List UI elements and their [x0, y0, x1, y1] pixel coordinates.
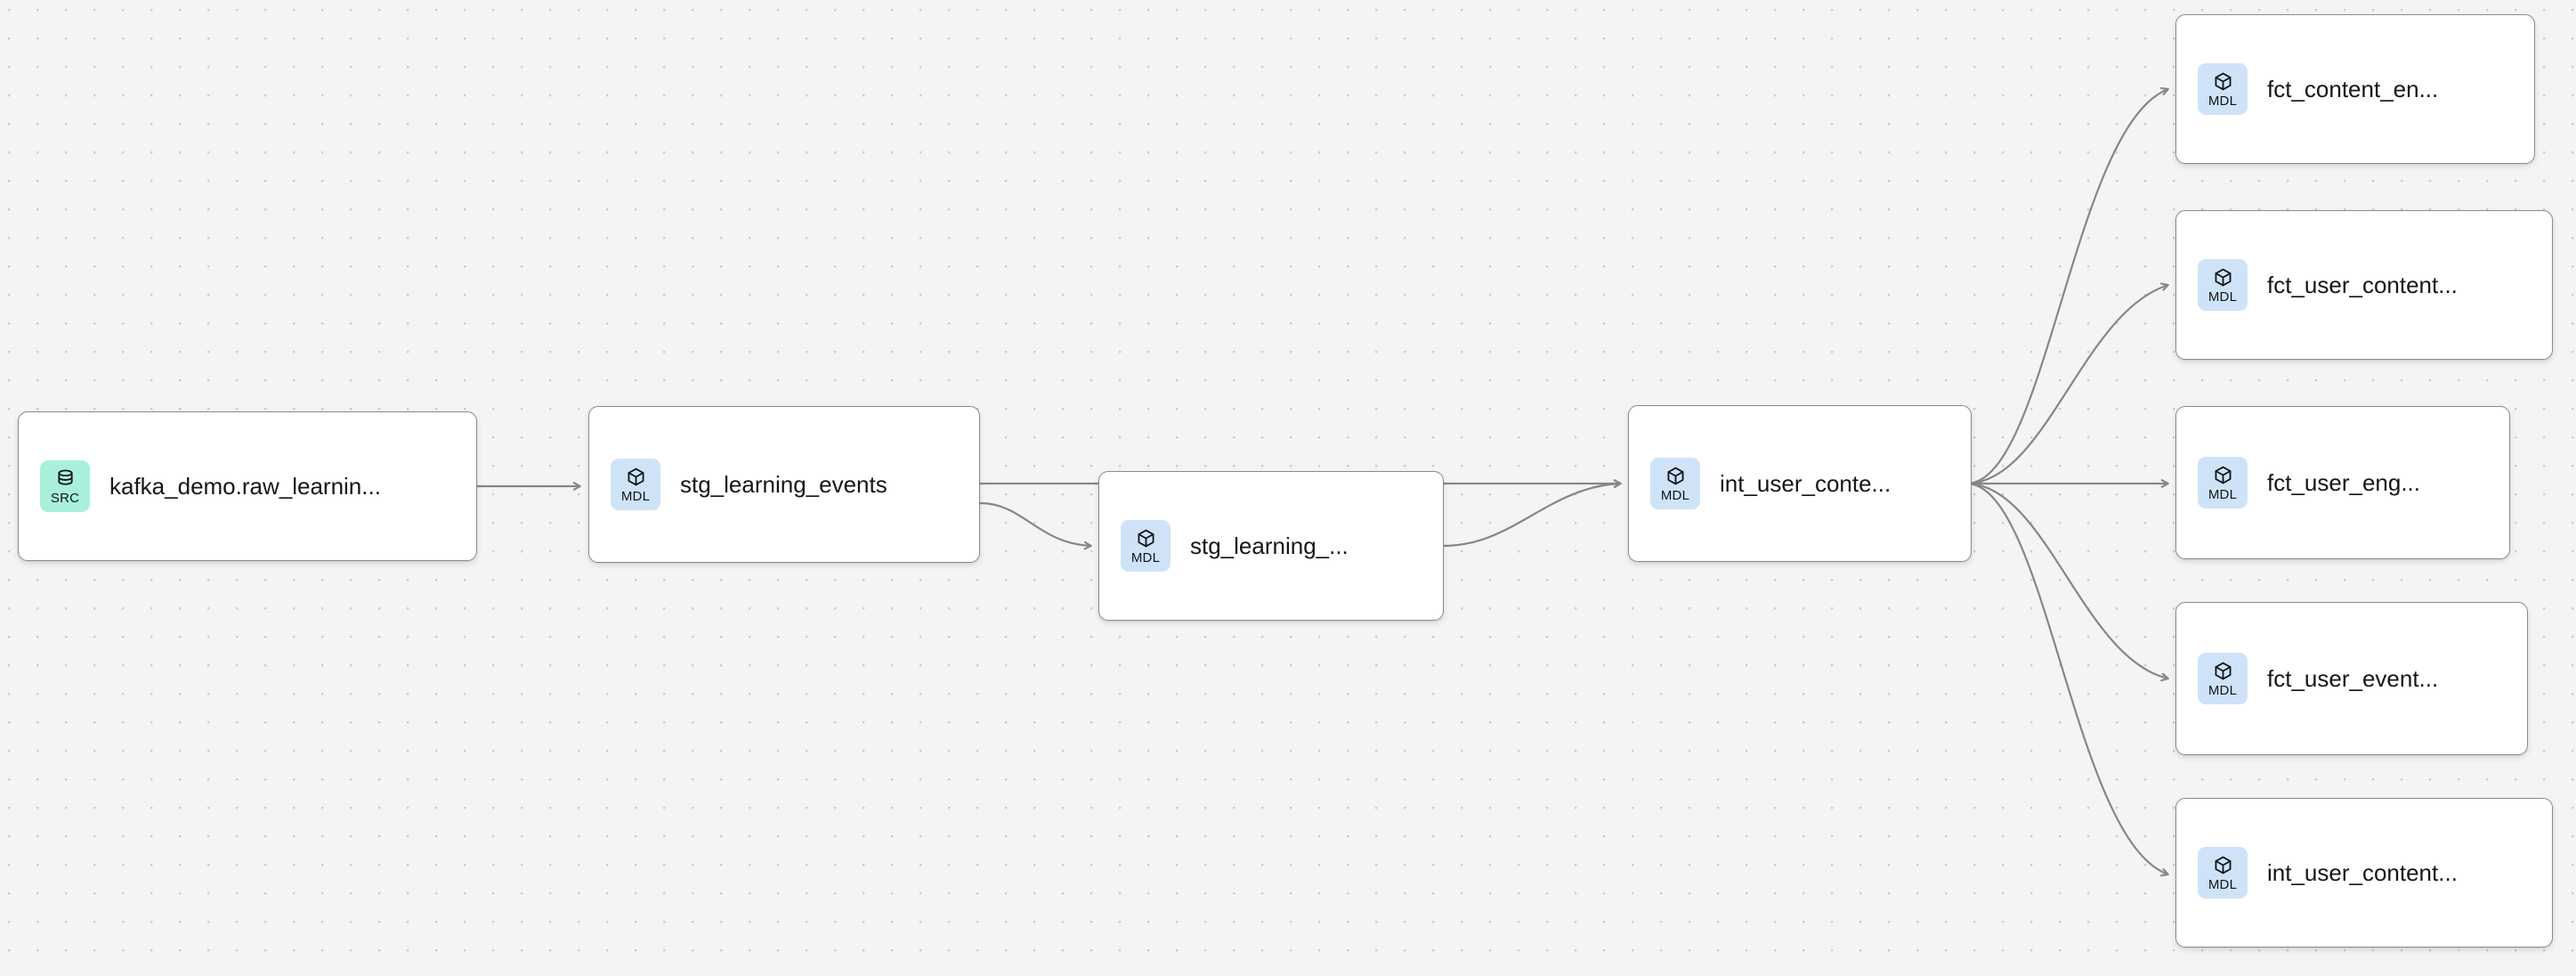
cube-icon — [2215, 466, 2231, 484]
node-label: fct_user_content... — [2267, 271, 2458, 298]
model-badge: MDL — [1650, 458, 1700, 509]
source-badge: SRC — [40, 460, 90, 512]
node-label: fct_user_eng... — [2267, 468, 2420, 496]
node-label: int_user_conte... — [1720, 469, 1891, 497]
model-badge-label: MDL — [1660, 487, 1690, 503]
node-fct-user-engagement[interactable]: MDL fct_user_eng... — [2175, 406, 2510, 559]
node-label: fct_user_event... — [2267, 664, 2439, 692]
model-badge: MDL — [1121, 520, 1171, 572]
model-badge-label: MDL — [2207, 289, 2238, 305]
model-badge: MDL — [2198, 653, 2248, 704]
model-badge: MDL — [2198, 259, 2248, 311]
model-badge-label: MDL — [2207, 93, 2238, 109]
cube-icon — [2215, 268, 2231, 286]
model-badge: MDL — [2198, 847, 2248, 899]
model-badge: MDL — [2198, 457, 2248, 508]
model-badge-label: MDL — [2207, 682, 2238, 698]
node-fct-content-engagement[interactable]: MDL fct_content_en... — [2175, 14, 2535, 164]
node-label: kafka_demo.raw_learnin... — [109, 472, 381, 500]
node-label: stg_learning_events — [680, 470, 887, 498]
edge-int-to-fct-user-content — [1968, 282, 2169, 485]
cube-icon — [1667, 467, 1683, 484]
database-icon — [57, 468, 73, 485]
cube-icon — [1138, 529, 1154, 547]
model-badge-label: MDL — [1130, 549, 1161, 565]
node-fct-user-content[interactable]: MDL fct_user_content... — [2175, 210, 2553, 360]
model-badge: MDL — [2198, 63, 2248, 115]
node-label: int_user_content... — [2267, 858, 2458, 886]
node-int-user-content-detail[interactable]: MDL int_user_content... — [2175, 798, 2553, 948]
edge-int-to-int-user-content-detail — [1968, 482, 2169, 877]
cube-icon — [2215, 662, 2231, 679]
node-label: fct_content_en... — [2267, 75, 2439, 102]
node-fct-user-events[interactable]: MDL fct_user_event... — [2175, 602, 2528, 755]
cube-icon — [628, 468, 644, 485]
source-badge-label: SRC — [50, 490, 80, 506]
node-label: stg_learning_... — [1190, 532, 1349, 559]
edge-int-to-fct-user-events — [1968, 482, 2169, 682]
node-stg-learning-events[interactable]: MDL stg_learning_events — [588, 406, 980, 563]
node-stg-learning-truncated[interactable]: MDL stg_learning_... — [1098, 471, 1444, 621]
edge-stg-trunc-to-int — [1443, 479, 1622, 548]
model-badge-label: MDL — [2207, 876, 2238, 892]
node-int-user-content[interactable]: MDL int_user_conte... — [1628, 405, 1972, 562]
model-badge-label: MDL — [620, 488, 651, 504]
model-badge-label: MDL — [2207, 486, 2238, 502]
cube-icon — [2215, 72, 2231, 90]
model-badge: MDL — [611, 459, 660, 510]
edge-stg-to-stg-trunc — [979, 501, 1092, 550]
node-kafka-demo-raw-learning[interactable]: SRC kafka_demo.raw_learnin... — [18, 411, 477, 561]
edge-int-to-fct-content-engagement — [1968, 86, 2169, 485]
cube-icon — [2215, 856, 2231, 874]
